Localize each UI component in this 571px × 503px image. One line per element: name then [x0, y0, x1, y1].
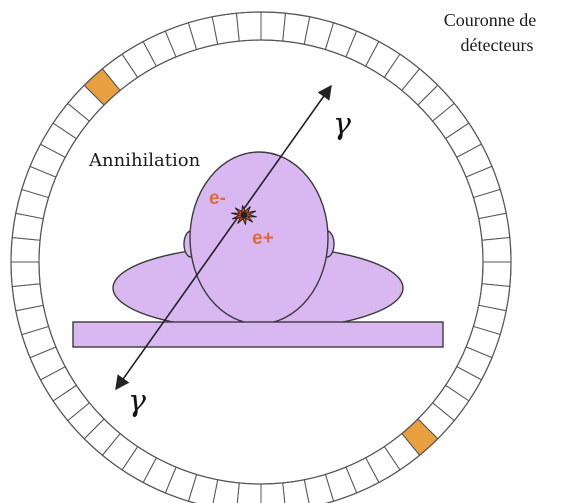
detector-segment — [478, 212, 511, 241]
detector-ring-inner-edge — [38, 39, 484, 485]
detector-segment — [235, 11, 262, 42]
detector-segment — [10, 236, 41, 263]
electron-label: e- — [209, 188, 226, 209]
detector-segment — [211, 12, 240, 45]
gamma-lower-label: γ — [128, 384, 146, 419]
detector-ring-label-line2: détecteurs — [461, 35, 534, 55]
gamma-line-of-response — [115, 84, 332, 391]
detector-segment — [11, 283, 44, 312]
detector-ring — [10, 11, 512, 503]
detector-segment — [481, 261, 512, 288]
positron-label: e+ — [252, 228, 274, 249]
detector-ring-label-line1: Couronne de — [444, 10, 536, 30]
detector-segment — [260, 482, 286, 503]
detector-segment — [481, 236, 512, 263]
annihilation-burst — [231, 205, 257, 225]
gamma-upper-label: γ — [333, 107, 351, 142]
detector-ring-outer-edge — [10, 11, 512, 503]
patient-table — [72, 321, 444, 348]
detector-segment — [260, 11, 287, 42]
annihilation-label: Annihilation — [88, 150, 201, 171]
detector-segment — [236, 482, 262, 503]
detector-segment — [10, 261, 41, 288]
